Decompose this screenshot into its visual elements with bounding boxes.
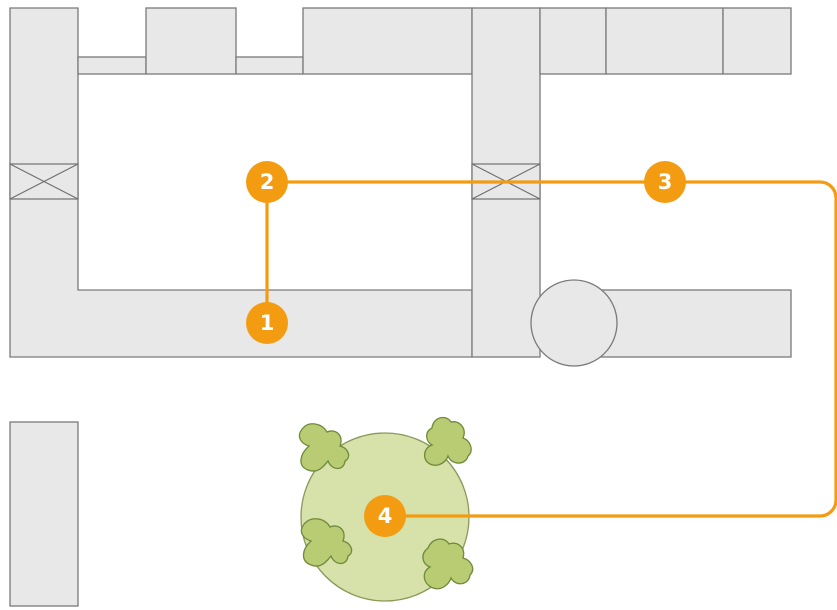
top-block-e <box>722 7 792 75</box>
marker-1: 1 <box>246 302 288 344</box>
plant-icon <box>422 538 474 590</box>
left-door-marker <box>9 163 79 200</box>
svg-text:4: 4 <box>378 504 393 528</box>
round-column <box>530 279 618 367</box>
top-block-b <box>302 7 473 75</box>
svg-text:2: 2 <box>260 170 275 194</box>
marker-4: 4 <box>364 495 406 537</box>
route-path <box>265 180 837 518</box>
plant-icon <box>298 423 350 472</box>
svg-text:3: 3 <box>658 170 673 194</box>
markers: 1 2 3 4 <box>246 161 686 537</box>
top-block-c <box>539 7 607 75</box>
marker-3: 3 <box>644 161 686 203</box>
marker-2: 2 <box>246 161 288 203</box>
route <box>265 180 837 518</box>
top-thin-wall-right <box>235 56 304 75</box>
plant-icon <box>300 518 353 567</box>
top-thin-wall-left <box>77 56 147 75</box>
top-block-d <box>605 7 724 75</box>
top-block-a <box>145 7 237 75</box>
bottom-left-wall <box>9 421 79 607</box>
svg-text:1: 1 <box>260 311 275 335</box>
plant-icon <box>423 416 472 466</box>
